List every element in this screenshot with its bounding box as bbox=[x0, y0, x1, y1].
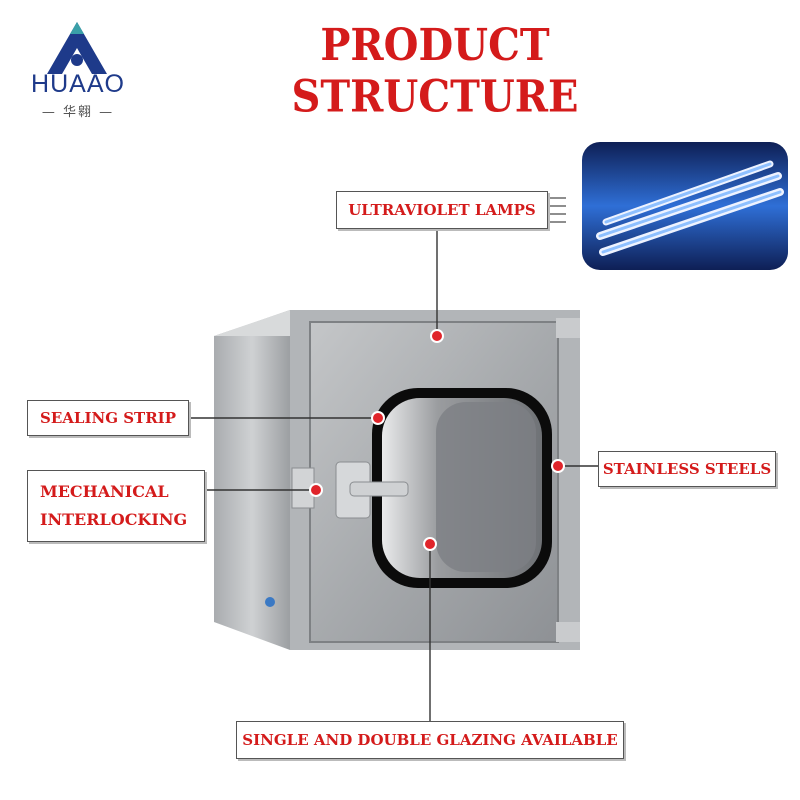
window-inner-panel bbox=[436, 402, 536, 572]
uv-arrows-icon bbox=[550, 197, 566, 223]
label-interlock-line1: MECHANICAL bbox=[40, 482, 169, 501]
dot-interlock bbox=[309, 483, 323, 497]
cabinet-side-panel bbox=[214, 310, 290, 650]
brand-subtitle-text: 华翱 bbox=[62, 105, 93, 120]
label-sealing-strip-text: SEALING STRIP bbox=[40, 409, 176, 427]
label-glazing: SINGLE AND DOUBLE GLAZING AVAILABLE bbox=[236, 721, 624, 759]
uv-lamp-inset bbox=[582, 142, 788, 270]
label-ultraviolet-lamps-text: ULTRAVIOLET LAMPS bbox=[348, 201, 536, 219]
label-glazing-text: SINGLE AND DOUBLE GLAZING AVAILABLE bbox=[242, 731, 618, 749]
dot-glazing bbox=[423, 537, 437, 551]
label-interlock-line2: INTERLOCKING bbox=[40, 510, 188, 529]
hinge-right bbox=[556, 318, 580, 338]
dot-uv bbox=[430, 329, 444, 343]
side-valve bbox=[265, 597, 275, 607]
label-stainless-steels: STAINLESS STEELS bbox=[598, 451, 776, 487]
dot-sealing bbox=[371, 411, 385, 425]
page-title: PRODUCT STRUCTURE bbox=[291, 19, 579, 123]
label-sealing-strip: SEALING STRIP bbox=[27, 400, 189, 436]
label-mechanical-interlocking: MECHANICAL INTERLOCKING bbox=[27, 470, 205, 542]
hinge-right-bottom bbox=[556, 622, 580, 642]
dot-stainless bbox=[551, 459, 565, 473]
label-stainless-steels-text: STAINLESS STEELS bbox=[602, 460, 772, 478]
brand-subtitle: — 华翱 — bbox=[41, 105, 115, 120]
brand-name: HUAAO bbox=[31, 70, 125, 98]
label-ultraviolet-lamps: ULTRAVIOLET LAMPS bbox=[336, 191, 548, 229]
huaao-logo-icon bbox=[47, 22, 107, 74]
latch-handle bbox=[349, 481, 409, 497]
